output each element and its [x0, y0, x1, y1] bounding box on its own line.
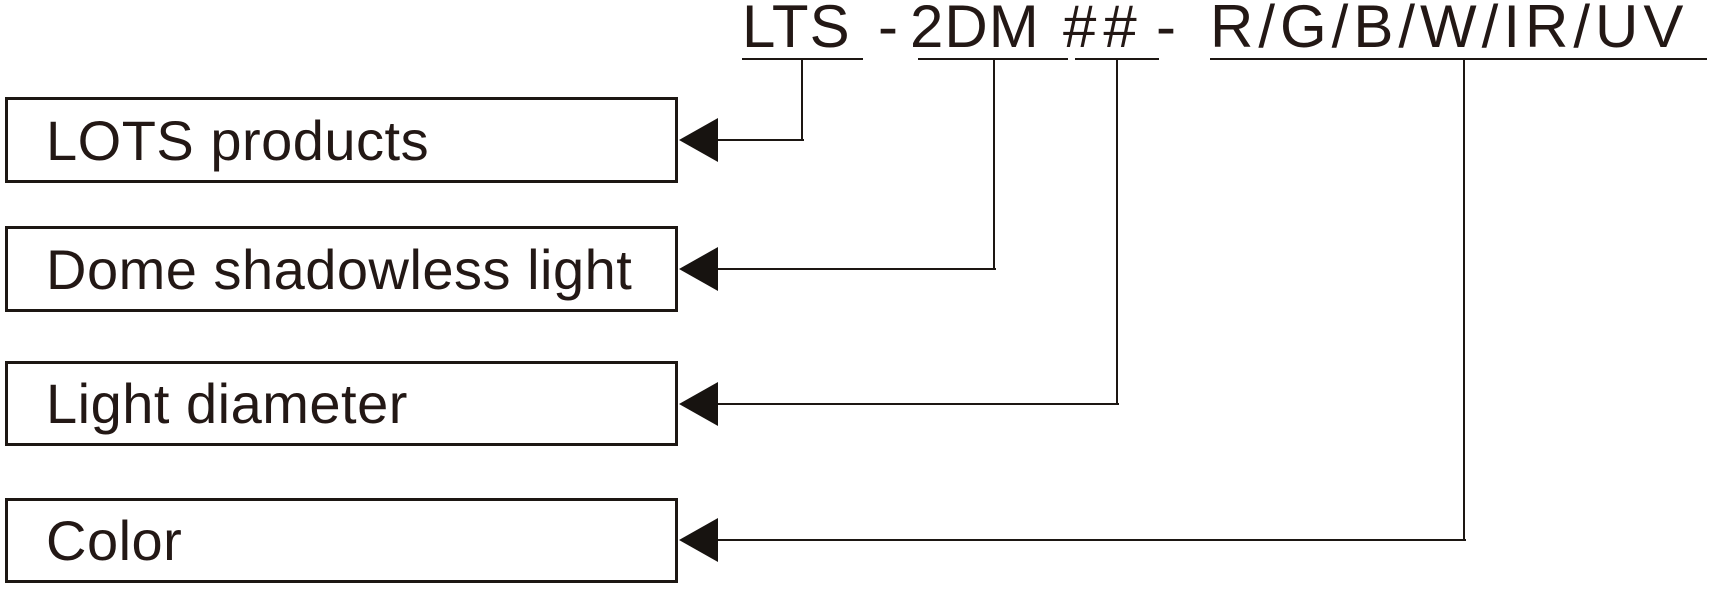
- connector-horizontal-lts: [716, 139, 804, 141]
- underline-diameter: [1075, 58, 1159, 60]
- code-segment-2dm: 2DM: [910, 0, 1040, 60]
- code-separator-hyphen: -: [1156, 0, 1177, 60]
- connector-vertical-2dm: [993, 60, 995, 269]
- label-text-light-diameter: Light diameter: [46, 372, 408, 435]
- arrowhead-left-icon: [679, 382, 718, 426]
- label-box-lots-products: LOTS products: [5, 97, 678, 183]
- connector-vertical-diameter: [1116, 60, 1118, 404]
- underline-color-options: [1210, 58, 1707, 60]
- label-box-dome-shadowless-light: Dome shadowless light: [5, 226, 678, 312]
- code-segment-diameter-placeholder: ##: [1063, 0, 1144, 60]
- label-text-color: Color: [46, 509, 183, 572]
- connector-horizontal-color: [716, 539, 1466, 541]
- connector-horizontal-2dm: [716, 268, 996, 270]
- code-separator-hyphen: -: [878, 0, 899, 60]
- code-segment-lts: LTS: [742, 0, 851, 60]
- underline-2dm: [918, 58, 1068, 60]
- arrowhead-left-icon: [679, 518, 718, 562]
- label-box-color: Color: [5, 498, 678, 583]
- label-text-dome-shadowless-light: Dome shadowless light: [46, 237, 633, 301]
- label-box-light-diameter: Light diameter: [5, 361, 678, 446]
- connector-vertical-color: [1463, 60, 1465, 540]
- underline-lts: [742, 58, 863, 60]
- arrowhead-left-icon: [679, 247, 718, 291]
- arrowhead-left-icon: [679, 118, 718, 162]
- connector-horizontal-diameter: [716, 403, 1119, 405]
- connector-vertical-lts: [801, 60, 803, 140]
- code-segment-color-options: R/G/B/W/IR/UV: [1210, 0, 1689, 60]
- label-text-lots-products: LOTS products: [46, 108, 430, 172]
